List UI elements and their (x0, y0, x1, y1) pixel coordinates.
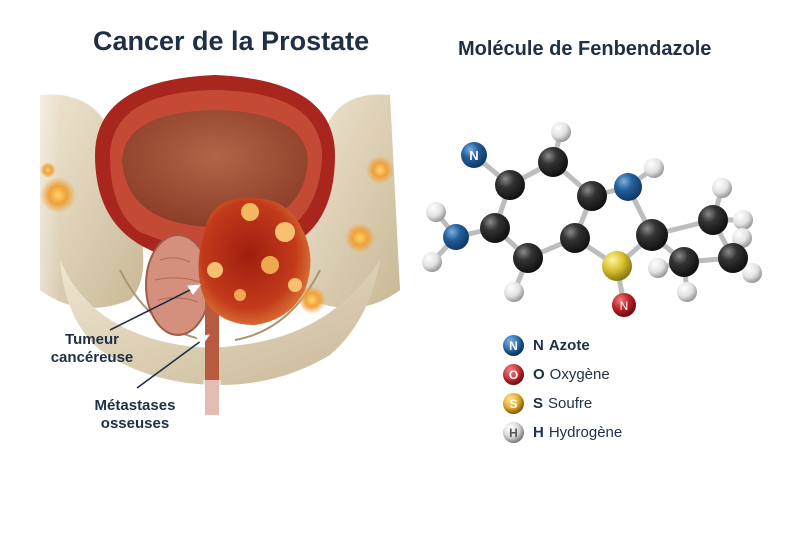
tumor (198, 197, 311, 325)
molecule-title: Molécule de Fenbendazole (458, 38, 712, 60)
legend-symbol: S (533, 395, 544, 412)
legend-item-hydrogen: H H Hydrogène (503, 418, 622, 447)
legend-name: Hydrogène (548, 424, 623, 441)
bone-metastases (40, 156, 394, 314)
metastases-label: Métastases osseuses (80, 397, 190, 433)
legend-name: Oxygène (549, 366, 610, 383)
atom-label-red-n: N (620, 299, 629, 313)
prostate-cancer-title: Cancer de la Prostate (93, 26, 370, 56)
legend-item-sulfur: S S Soufre (503, 389, 622, 418)
nitrogen-ball-icon: N (503, 335, 524, 356)
tumor-label: Tumeur cancéreuse (42, 331, 142, 367)
tumor-label-line1: Tumeur (65, 331, 119, 348)
metastases-label-line1: Métastases (94, 397, 176, 414)
legend-symbol: H (533, 424, 544, 441)
legend-item-nitrogen: N N Azote (503, 331, 622, 360)
atom-label-n: N (469, 148, 478, 163)
label-arrows (109, 284, 211, 389)
tumor-label-line2: cancéreuse (50, 349, 134, 366)
hydrogen-ball-icon: H (503, 422, 524, 443)
legend-symbol: O (533, 366, 545, 383)
legend-name: Azote (548, 337, 590, 354)
legend-item-oxygen: O O Oxygène (503, 360, 622, 389)
molecule-atoms: N N (422, 122, 762, 317)
sulfur-ball-icon: S (503, 393, 524, 414)
atom-legend: N N Azote O O Oxygène S S Soufre H H Hyd… (503, 331, 622, 447)
legend-name: Soufre (548, 395, 593, 412)
metastases-label-line2: osseuses (100, 415, 170, 432)
oxygen-ball-icon: O (503, 364, 524, 385)
legend-symbol: N (533, 337, 544, 354)
